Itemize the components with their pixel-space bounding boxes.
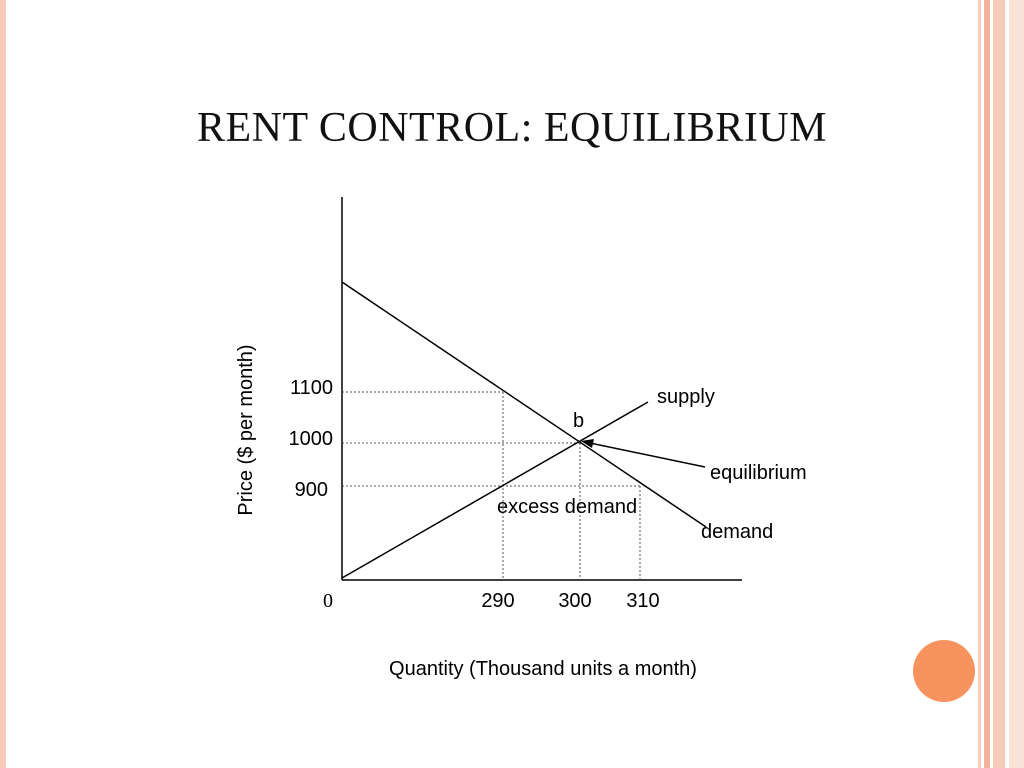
- qty-tick-300: 300: [558, 590, 591, 612]
- slide-title: RENT CONTROL: EQUILIBRIUM: [196, 105, 828, 151]
- equilibrium-label: equilibrium: [710, 462, 807, 484]
- slide-frame-right-stripe: [1009, 0, 1024, 768]
- equilibrium-arrow: [589, 442, 706, 468]
- slide-frame-right-stripe: [984, 0, 990, 768]
- point-b-label: b: [573, 410, 584, 432]
- x-axis-label: Quantity (Thousand units a month): [389, 658, 697, 680]
- demand-label: demand: [701, 521, 773, 543]
- slide-frame-right-stripe: [993, 0, 1005, 768]
- y-axis-label: Price ($ per month): [235, 344, 257, 515]
- slide-frame-left: [0, 0, 6, 768]
- origin-label: 0: [323, 590, 333, 612]
- supply-label: supply: [657, 386, 715, 408]
- arrowhead-icon: [581, 439, 594, 448]
- qty-tick-290: 290: [481, 590, 514, 612]
- supply-curve: [341, 401, 649, 579]
- slide-frame-right-stripe: [978, 0, 981, 768]
- price-tick-1000: 1000: [289, 428, 334, 450]
- qty-tick-310: 310: [626, 590, 659, 612]
- price-tick-900: 900: [295, 479, 328, 501]
- price-tick-1100: 1100: [290, 377, 333, 399]
- demand-curve: [341, 281, 707, 528]
- excess-demand-label: excess demand: [497, 496, 637, 518]
- accent-circle: [913, 640, 975, 702]
